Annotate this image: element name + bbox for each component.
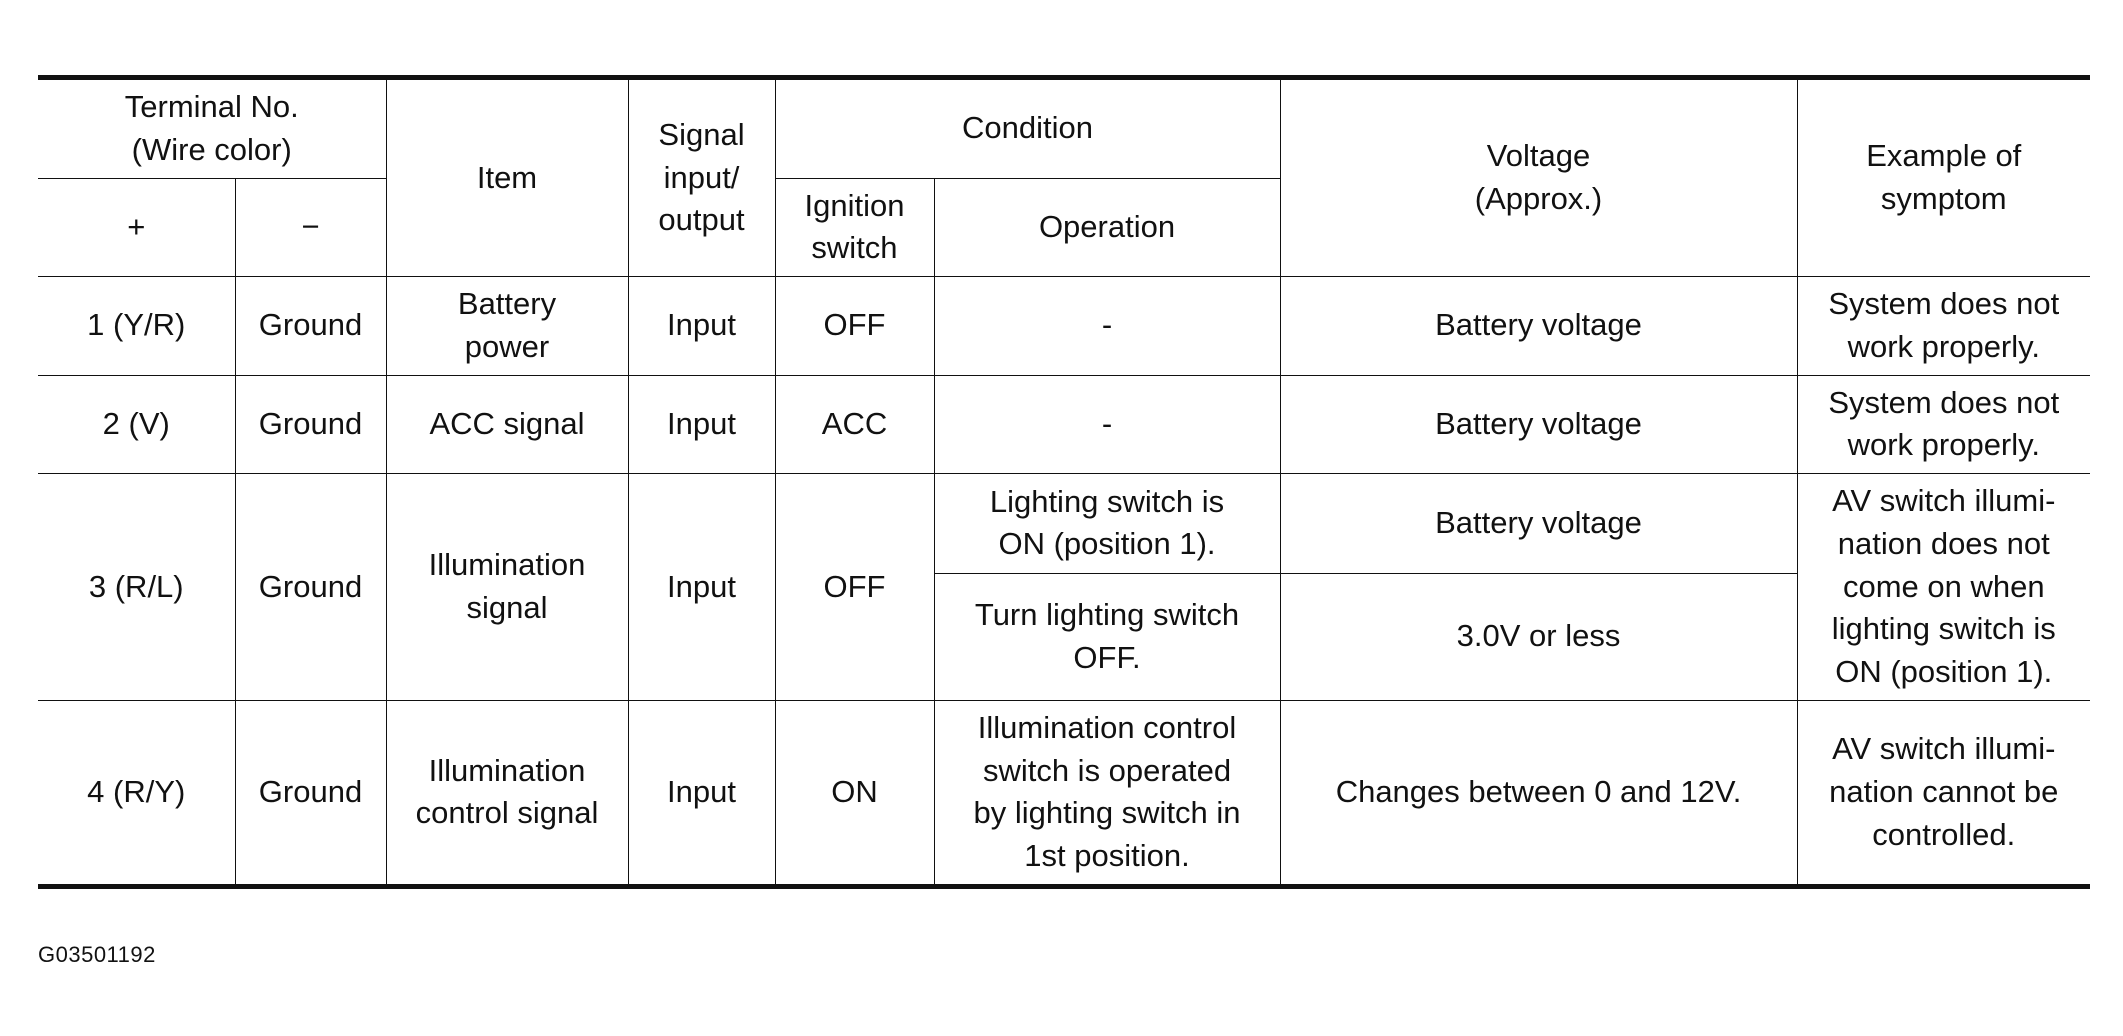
cell-symptom: System does not work properly. bbox=[1796, 276, 2091, 376]
table-row: Turn lighting switch OFF. 3.0V or less bbox=[38, 572, 2090, 701]
cell-ignition: OFF bbox=[774, 473, 935, 701]
cell-operation: Illumination control switch is operated … bbox=[933, 699, 1281, 890]
cell-item: Illumination control signal bbox=[385, 699, 629, 890]
cell-item: Illumination signal bbox=[385, 473, 629, 701]
table-row: 2 (V) Ground ACC signal Input ACC - Batt… bbox=[38, 374, 2091, 475]
header-item: Item bbox=[385, 74, 629, 278]
table-row: 1 (Y/R) Ground Battery power Input OFF -… bbox=[38, 276, 2091, 376]
cell-ignition: ACC bbox=[774, 374, 935, 475]
cell-item: Battery power bbox=[385, 276, 629, 376]
figure-id-caption: G03501192 bbox=[38, 942, 156, 967]
cell-plus: 1 (Y/R) bbox=[38, 276, 236, 376]
spec-table-container: Terminal No. (Wire color) Item Signal in… bbox=[38, 74, 2091, 890]
header-voltage: Voltage (Approx.) bbox=[1279, 74, 1798, 278]
cell-minus: Ground bbox=[234, 374, 387, 475]
cell-operation: Turn lighting switch OFF. bbox=[934, 572, 1281, 701]
cell-symptom: AV switch illumi- nation does not come o… bbox=[1796, 473, 2091, 701]
header-minus: − bbox=[234, 177, 387, 278]
cell-plus: 4 (R/Y) bbox=[38, 699, 236, 890]
header-operation: Operation bbox=[933, 177, 1281, 278]
cell-operation: - bbox=[933, 374, 1281, 475]
cell-ignition: OFF bbox=[774, 276, 935, 376]
header-condition: Condition bbox=[774, 75, 1281, 179]
cell-plus: 2 (V) bbox=[38, 374, 236, 475]
header-signal: Signal input/ output bbox=[627, 74, 776, 278]
cell-voltage: Changes between 0 and 12V. bbox=[1279, 699, 1798, 890]
cell-voltage: 3.0V or less bbox=[1279, 572, 1798, 701]
cell-minus: Ground bbox=[234, 473, 387, 701]
cell-item: ACC signal bbox=[385, 374, 629, 475]
cell-operation: Lighting switch is ON (position 1). bbox=[933, 473, 1281, 574]
cell-symptom: System does not work properly. bbox=[1796, 374, 2091, 475]
cell-signal: Input bbox=[627, 473, 776, 701]
terminal-spec-table: Terminal No. (Wire color) Item Signal in… bbox=[38, 74, 2091, 890]
header-symptom: Example of symptom bbox=[1796, 74, 2091, 278]
cell-plus: 3 (R/L) bbox=[38, 473, 236, 701]
cell-voltage: Battery voltage bbox=[1279, 276, 1798, 376]
cell-signal: Input bbox=[627, 276, 776, 376]
header-ignition: Ignition switch bbox=[774, 177, 935, 278]
header-terminal: Terminal No. (Wire color) bbox=[38, 75, 387, 179]
cell-signal: Input bbox=[627, 699, 776, 890]
cell-signal: Input bbox=[627, 374, 776, 475]
cell-operation: - bbox=[933, 276, 1281, 376]
table-row: 3 (R/L) Ground Illumination signal Input… bbox=[38, 473, 2091, 701]
cell-symptom: AV switch illumi- nation cannot be contr… bbox=[1796, 699, 2091, 890]
cell-minus: Ground bbox=[234, 276, 387, 376]
cell-voltage: Battery voltage bbox=[1279, 473, 1798, 574]
cell-minus: Ground bbox=[234, 699, 387, 890]
cell-ignition: ON bbox=[774, 699, 935, 890]
table-row: 4 (R/Y) Ground Illumination control sign… bbox=[38, 699, 2091, 890]
header-plus: + bbox=[38, 177, 236, 278]
cell-voltage: Battery voltage bbox=[1279, 374, 1798, 475]
